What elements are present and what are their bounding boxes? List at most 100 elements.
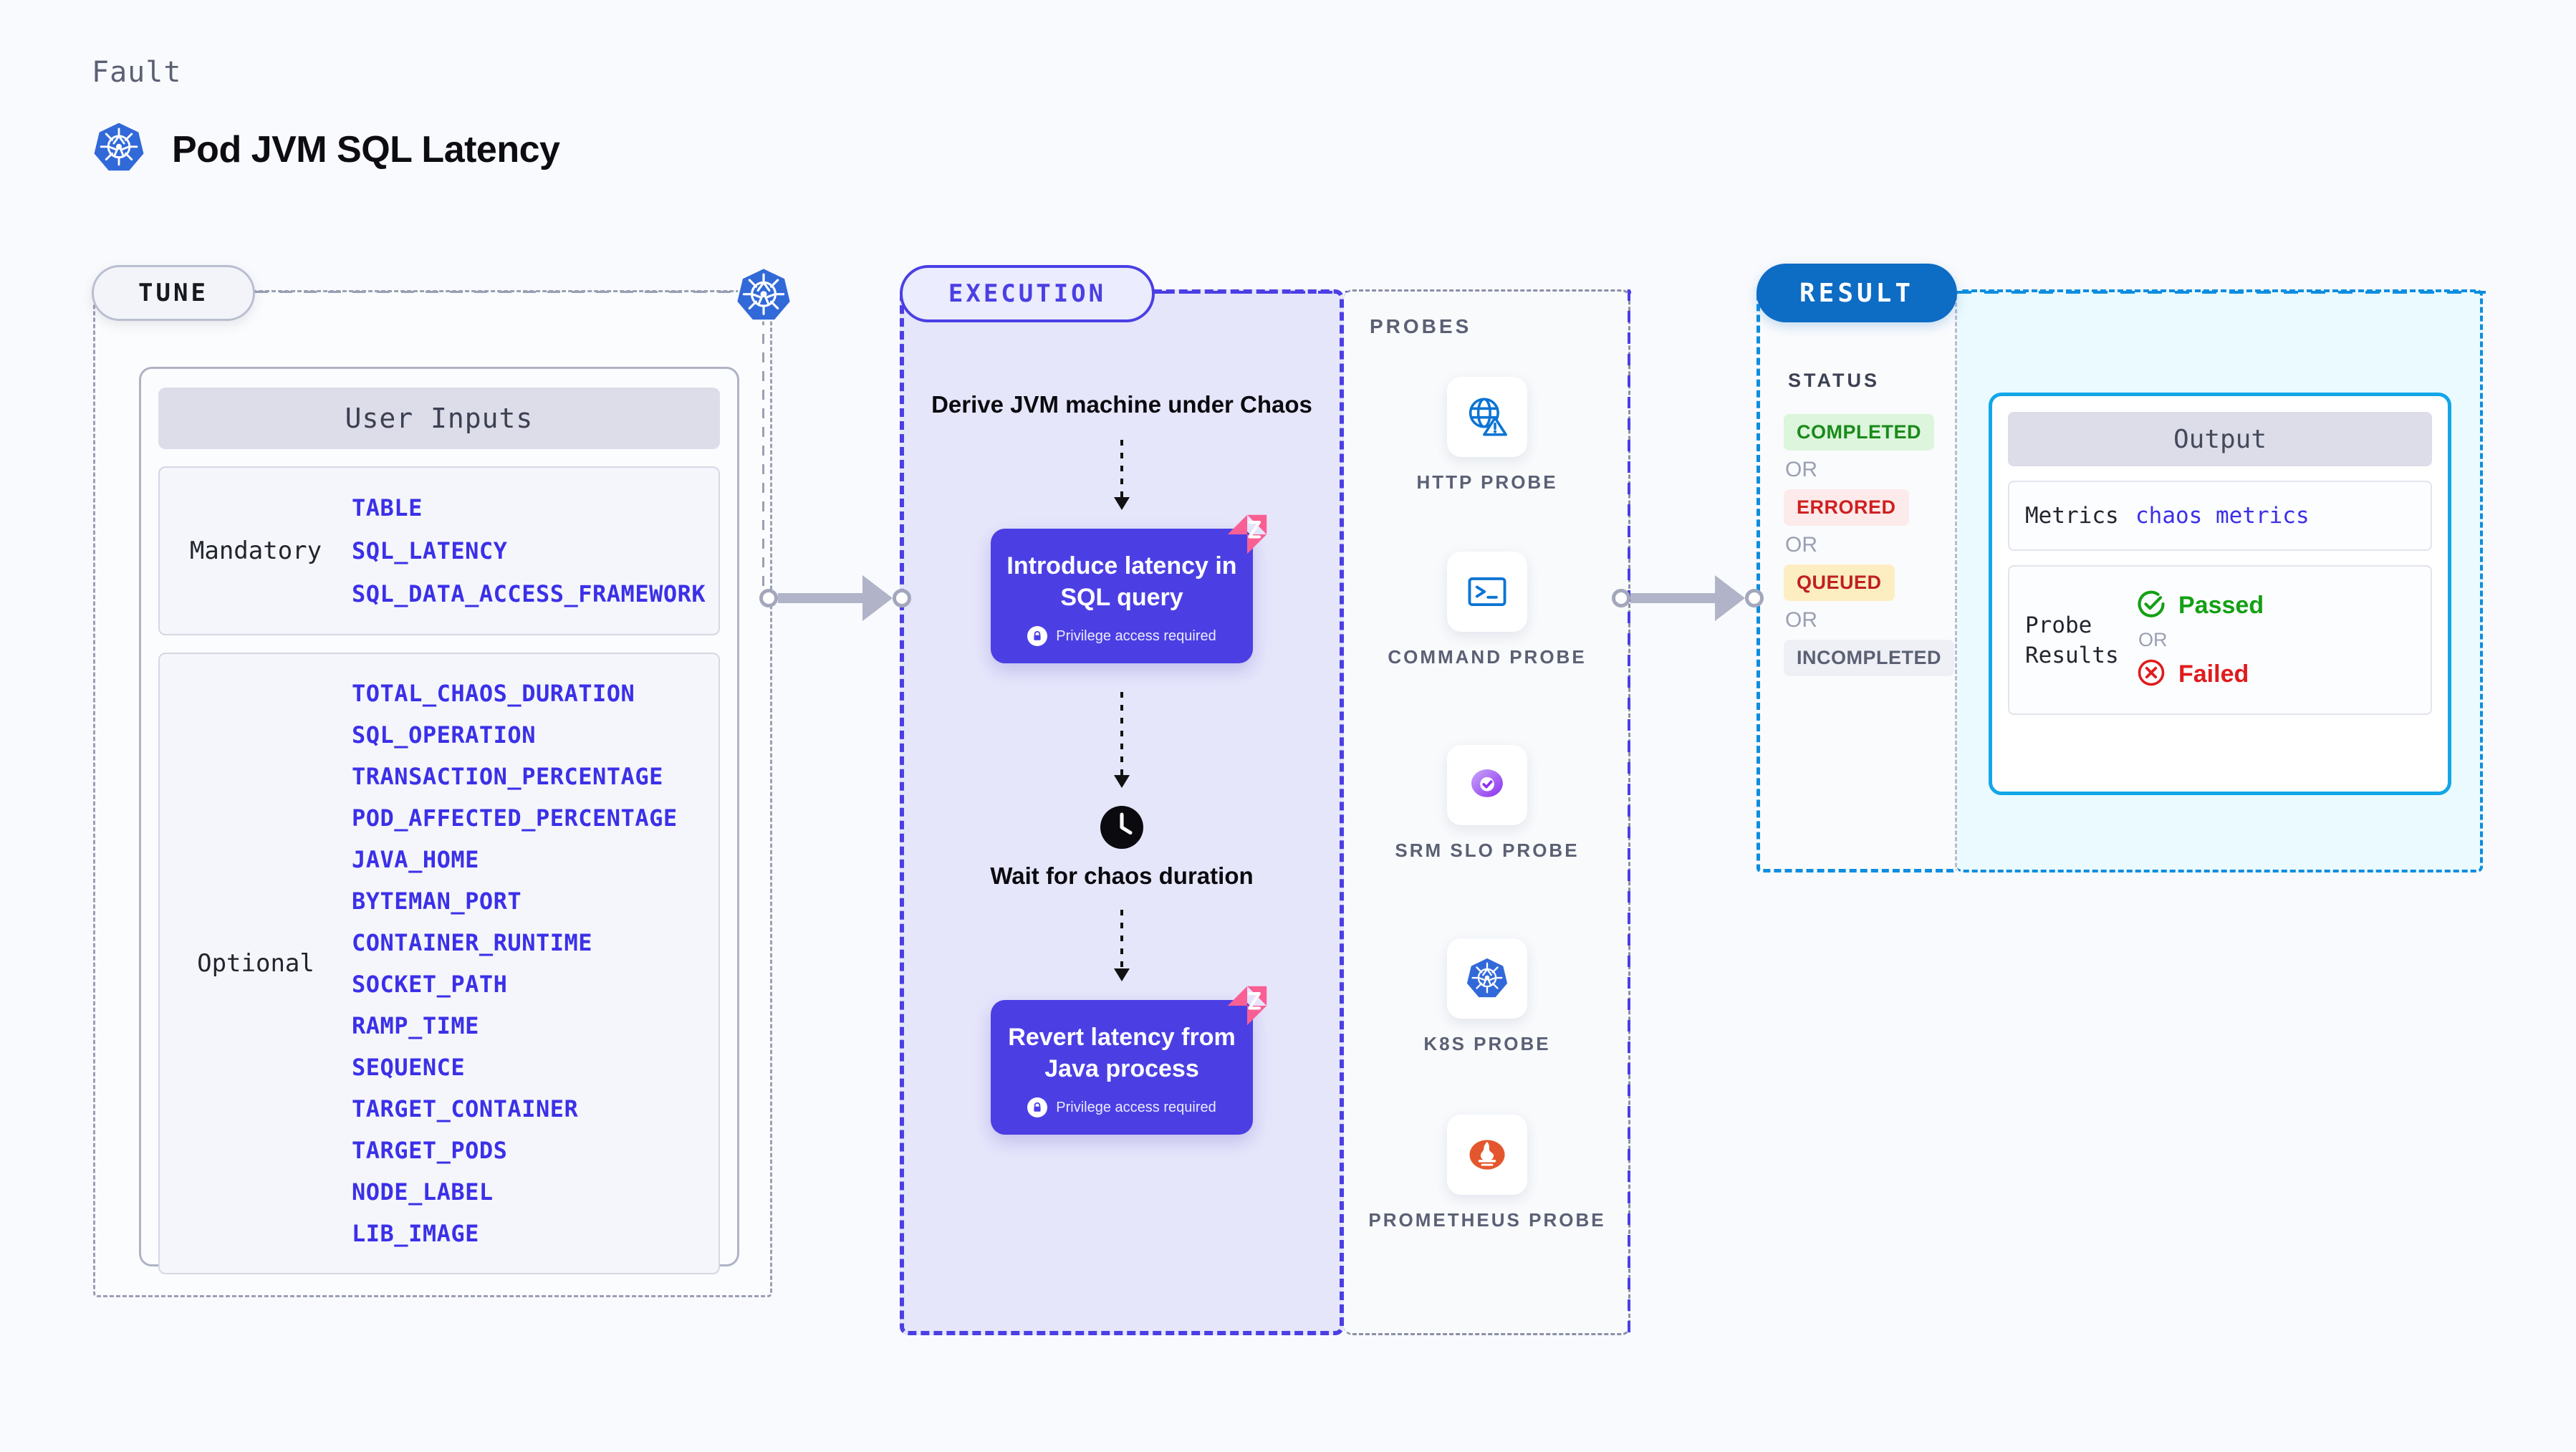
connector-arrowhead: [862, 575, 893, 621]
list-item[interactable]: TARGET_CONTAINER: [352, 1095, 579, 1122]
connector-tune-to-execution: [759, 575, 911, 621]
output-title: Output: [2008, 412, 2432, 466]
srm-slo-icon: [1447, 745, 1527, 825]
connector-knob: [759, 589, 778, 607]
check-circle-icon: [2135, 588, 2167, 623]
lock-icon: [1027, 626, 1048, 646]
step-card-introduce-latency[interactable]: Introduce latency in SQL query Privilege…: [991, 514, 1267, 663]
chaos-pinwheel-icon: [1223, 510, 1272, 559]
optional-inputs-list: TOTAL_CHAOS_DURATION SQL_OPERATION TRANS…: [352, 673, 678, 1254]
result-top-dashed-line: [1957, 291, 2486, 294]
status-or-label: OR: [1785, 533, 1817, 557]
probe-result-passed: Passed: [2135, 588, 2264, 623]
fault-eyebrow-label: Fault: [92, 56, 182, 89]
probe-result-failed: Failed: [2135, 657, 2264, 692]
terminal-icon: [1447, 552, 1527, 632]
list-item[interactable]: JAVA_HOME: [352, 846, 479, 873]
privilege-note-text: Privilege access required: [1056, 1099, 1216, 1115]
probe-label: K8S PROBE: [1423, 1033, 1551, 1054]
mandatory-group-label: Mandatory: [189, 537, 322, 565]
status-badge: INCOMPLETED: [1784, 640, 1955, 676]
connector-knob: [893, 589, 911, 607]
probe-label: HTTP PROBE: [1416, 471, 1558, 493]
mandatory-inputs-list: TABLE SQL_LATENCY SQL_DATA_ACCESS_FRAMEW…: [352, 486, 706, 615]
x-circle-icon: [2135, 657, 2167, 692]
user-inputs-card: User Inputs Mandatory TABLE SQL_LATENCY …: [139, 367, 739, 1274]
connector-bar: [1630, 593, 1716, 603]
probe-failed-label: Failed: [2178, 660, 2249, 688]
status-badge: QUEUED: [1784, 564, 1895, 601]
list-item[interactable]: TOTAL_CHAOS_DURATION: [352, 680, 635, 707]
privilege-note-text: Privilege access required: [1056, 628, 1216, 644]
execution-badge[interactable]: EXECUTION: [900, 265, 1155, 322]
list-item[interactable]: SQL_DATA_ACCESS_FRAMEWORK: [352, 580, 706, 607]
fault-title-row: Pod JVM SQL Latency: [92, 120, 560, 178]
status-title: STATUS: [1788, 370, 1880, 391]
tune-badge[interactable]: TUNE: [92, 265, 255, 321]
probe-command[interactable]: COMMAND PROBE: [1344, 552, 1630, 669]
flow-arrow: [1120, 440, 1123, 500]
status-badge: ERRORED: [1784, 489, 1909, 526]
list-item[interactable]: SOCKET_PATH: [352, 971, 508, 998]
privilege-note: Privilege access required: [1005, 626, 1239, 646]
connector-knob: [1745, 589, 1764, 607]
result-badge[interactable]: RESULT: [1756, 264, 1957, 322]
list-item[interactable]: SEQUENCE: [352, 1054, 466, 1081]
list-item[interactable]: LIB_IMAGE: [352, 1220, 479, 1247]
flow-arrow: [1120, 910, 1123, 971]
list-item[interactable]: RAMP_TIME: [352, 1012, 479, 1039]
step-card-title: Revert latency from Java process: [1008, 1024, 1236, 1082]
list-item[interactable]: BYTEMAN_PORT: [352, 888, 522, 915]
probe-label: COMMAND PROBE: [1388, 646, 1587, 668]
probes-right-dashed-line: [1628, 289, 1630, 1335]
step-card-revert-latency[interactable]: Revert latency from Java process Privile…: [991, 986, 1267, 1135]
flow-arrow: [1120, 692, 1123, 778]
chaos-pinwheel-icon: [1223, 981, 1272, 1030]
wait-step-text: Wait for chaos duration: [990, 862, 1254, 889]
list-item[interactable]: CONTAINER_RUNTIME: [352, 929, 593, 956]
probe-srm-slo[interactable]: SRM SLO PROBE: [1344, 745, 1630, 862]
probe-results-or-label: OR: [2138, 629, 2168, 650]
list-item[interactable]: TARGET_PODS: [352, 1137, 508, 1164]
prometheus-icon: [1447, 1115, 1527, 1195]
list-item[interactable]: TRANSACTION_PERCENTAGE: [352, 763, 663, 790]
status-or-label: OR: [1785, 458, 1817, 481]
probe-results-values: Passed OR Failed: [2135, 588, 2264, 692]
list-item[interactable]: NODE_LABEL: [352, 1178, 494, 1206]
mandatory-inputs-group: Mandatory TABLE SQL_LATENCY SQL_DATA_ACC…: [158, 466, 720, 635]
connector-knob: [1612, 589, 1630, 607]
kubernetes-icon: [92, 120, 146, 178]
globe-warning-icon: [1447, 377, 1527, 457]
status-or-label: OR: [1785, 608, 1817, 632]
kubernetes-connector-line: [762, 315, 764, 602]
list-item[interactable]: SQL_LATENCY: [352, 537, 508, 564]
probe-passed-label: Passed: [2178, 592, 2264, 619]
list-item[interactable]: TABLE: [352, 494, 423, 521]
status-badge: COMPLETED: [1784, 414, 1935, 451]
derive-step-text: Derive JVM machine under Chaos: [931, 391, 1312, 418]
connector-arrowhead: [1715, 575, 1745, 621]
optional-inputs-group: Optional TOTAL_CHAOS_DURATION SQL_OPERAT…: [158, 653, 720, 1274]
probe-prometheus[interactable]: PROMETHEUS PROBE: [1344, 1115, 1630, 1232]
output-metrics-key: Metrics: [2025, 503, 2119, 529]
probe-http[interactable]: HTTP PROBE: [1344, 377, 1630, 494]
lock-icon: [1027, 1097, 1048, 1117]
kubernetes-icon: [734, 265, 794, 325]
privilege-note: Privilege access required: [1005, 1097, 1239, 1117]
execution-flow: Derive JVM machine under Chaos Introduce…: [900, 289, 1344, 1135]
tune-top-dashed-line: [255, 291, 756, 293]
probe-label: PROMETHEUS PROBE: [1368, 1209, 1606, 1231]
output-metrics-value[interactable]: chaos metrics: [2135, 503, 2310, 529]
step-card-title: Introduce latency in SQL query: [1006, 552, 1237, 611]
status-list: COMPLETED OR ERRORED OR QUEUED OR INCOMP…: [1784, 414, 1956, 676]
list-item[interactable]: POD_AFFECTED_PERCENTAGE: [352, 804, 678, 832]
probe-k8s[interactable]: K8S PROBE: [1344, 938, 1630, 1056]
probe-label: SRM SLO PROBE: [1395, 840, 1580, 861]
kubernetes-icon: [1447, 938, 1527, 1019]
probes-title: PROBES: [1370, 315, 1472, 337]
list-item[interactable]: SQL_OPERATION: [352, 721, 536, 749]
